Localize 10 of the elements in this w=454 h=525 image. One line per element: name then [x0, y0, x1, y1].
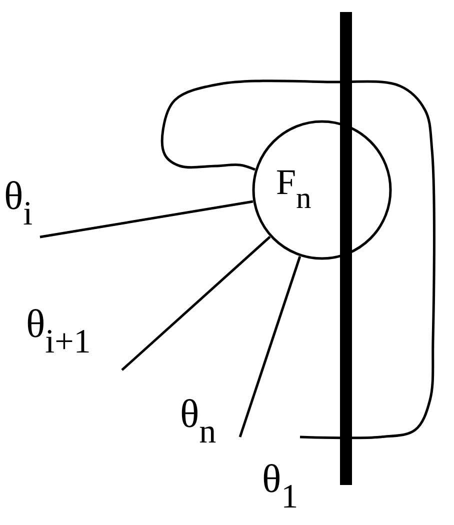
variable-label: θ$_{1}$	[262, 459, 298, 514]
variable-label: θ$_{i}$	[4, 176, 33, 232]
variable-label: θ$_{n}$	[180, 394, 216, 450]
connector-line	[40, 200, 254, 238]
variable-label: θ$_{i+1}$	[26, 304, 91, 360]
connector-line	[121, 236, 271, 371]
connector-line	[238, 256, 302, 438]
variable-label: F$_{n}$	[276, 164, 312, 214]
circle-node	[252, 120, 392, 260]
connector-line	[160, 80, 436, 440]
